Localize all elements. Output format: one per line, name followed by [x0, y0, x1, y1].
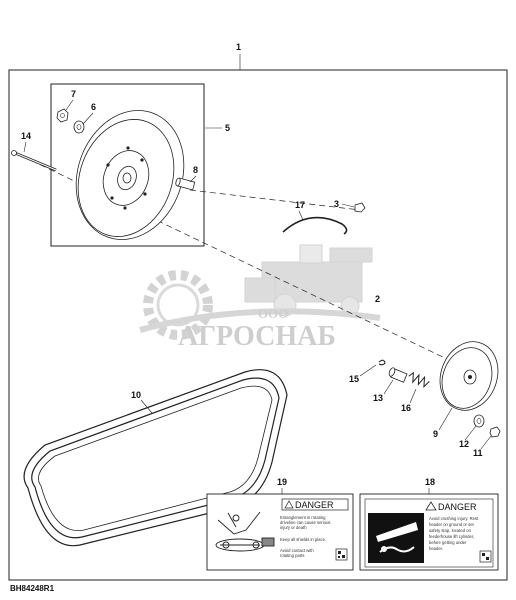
crushing-hazard-icon	[368, 513, 424, 563]
bushing-13	[388, 367, 408, 383]
nut-11	[489, 426, 501, 438]
inset-box	[50, 83, 205, 247]
decal-19-line6: rotating parts	[280, 553, 304, 558]
decal-18-line5: before getting under	[429, 540, 467, 545]
callout-17: 17	[295, 200, 305, 210]
clip-15	[378, 359, 386, 366]
decal-19-header: DANGER	[295, 500, 334, 510]
pin-8	[175, 177, 196, 191]
callout-15: 15	[349, 374, 359, 384]
callout-5: 5	[225, 123, 230, 133]
spring-17	[282, 216, 348, 235]
bolt-3	[354, 202, 366, 213]
washer-12	[473, 414, 485, 428]
gear-icon	[143, 270, 213, 340]
decal-19-line5: Avoid contact with	[280, 548, 314, 553]
qr-code-icon	[335, 548, 348, 561]
spring-16	[408, 371, 430, 388]
decal-18-header: DANGER	[438, 502, 477, 512]
watermark-large: АГРОСНАБ	[178, 321, 336, 352]
decal-19: DANGER Entanglement in rotating drivelin…	[206, 493, 354, 571]
decal-19-line3: injury or death	[280, 525, 307, 530]
callout-7: 7	[71, 89, 76, 99]
callout-6: 6	[91, 102, 96, 112]
callout-10: 10	[131, 390, 141, 400]
callout-13: 13	[373, 393, 383, 403]
decal-19-line2: driveline can cause serious	[280, 520, 331, 525]
decal-18: DANGER Avoid crushing injury. Rest heade…	[359, 493, 499, 571]
sheave-pulley-5	[75, 110, 185, 240]
callout-18: 18	[425, 477, 435, 487]
belt-10	[23, 369, 288, 547]
decal-18-line3: safety stop, located on	[429, 528, 472, 533]
callout-14: 14	[21, 131, 31, 141]
harvester-icon	[244, 244, 373, 317]
callout-1: 1	[236, 42, 241, 52]
decal-18-line1: Avoid crushing injury. Rest	[429, 516, 479, 521]
washer-6	[73, 120, 85, 134]
watermark: ООО АГРОСНАБ	[139, 244, 381, 352]
disc-9	[439, 341, 499, 411]
callout-3: 3	[334, 199, 339, 209]
qr-code-icon	[479, 550, 492, 563]
decal-18-line6: header.	[429, 546, 443, 551]
outer-frame	[8, 69, 508, 581]
decal-18-line4: feederhouse lift cylinder,	[429, 534, 474, 539]
entanglement-icon	[215, 511, 275, 552]
callout-2: 2	[375, 294, 380, 304]
bolt-14	[11, 150, 57, 172]
callout-12: 12	[459, 439, 469, 449]
callout-9: 9	[433, 429, 438, 439]
decal-19-line1: Entanglement in rotating	[280, 515, 326, 520]
watermark-small: ООО	[258, 306, 288, 321]
callout-16: 16	[401, 403, 411, 413]
callout-8: 8	[193, 165, 198, 175]
decal-18-line2: header on ground or set	[429, 522, 475, 527]
figure-id: BH84248R1	[10, 584, 55, 593]
nut-7	[56, 108, 69, 123]
callout-19: 19	[277, 477, 287, 487]
decal-19-line4: Keep all shields in place.	[280, 537, 326, 542]
callout-11: 11	[473, 448, 483, 458]
